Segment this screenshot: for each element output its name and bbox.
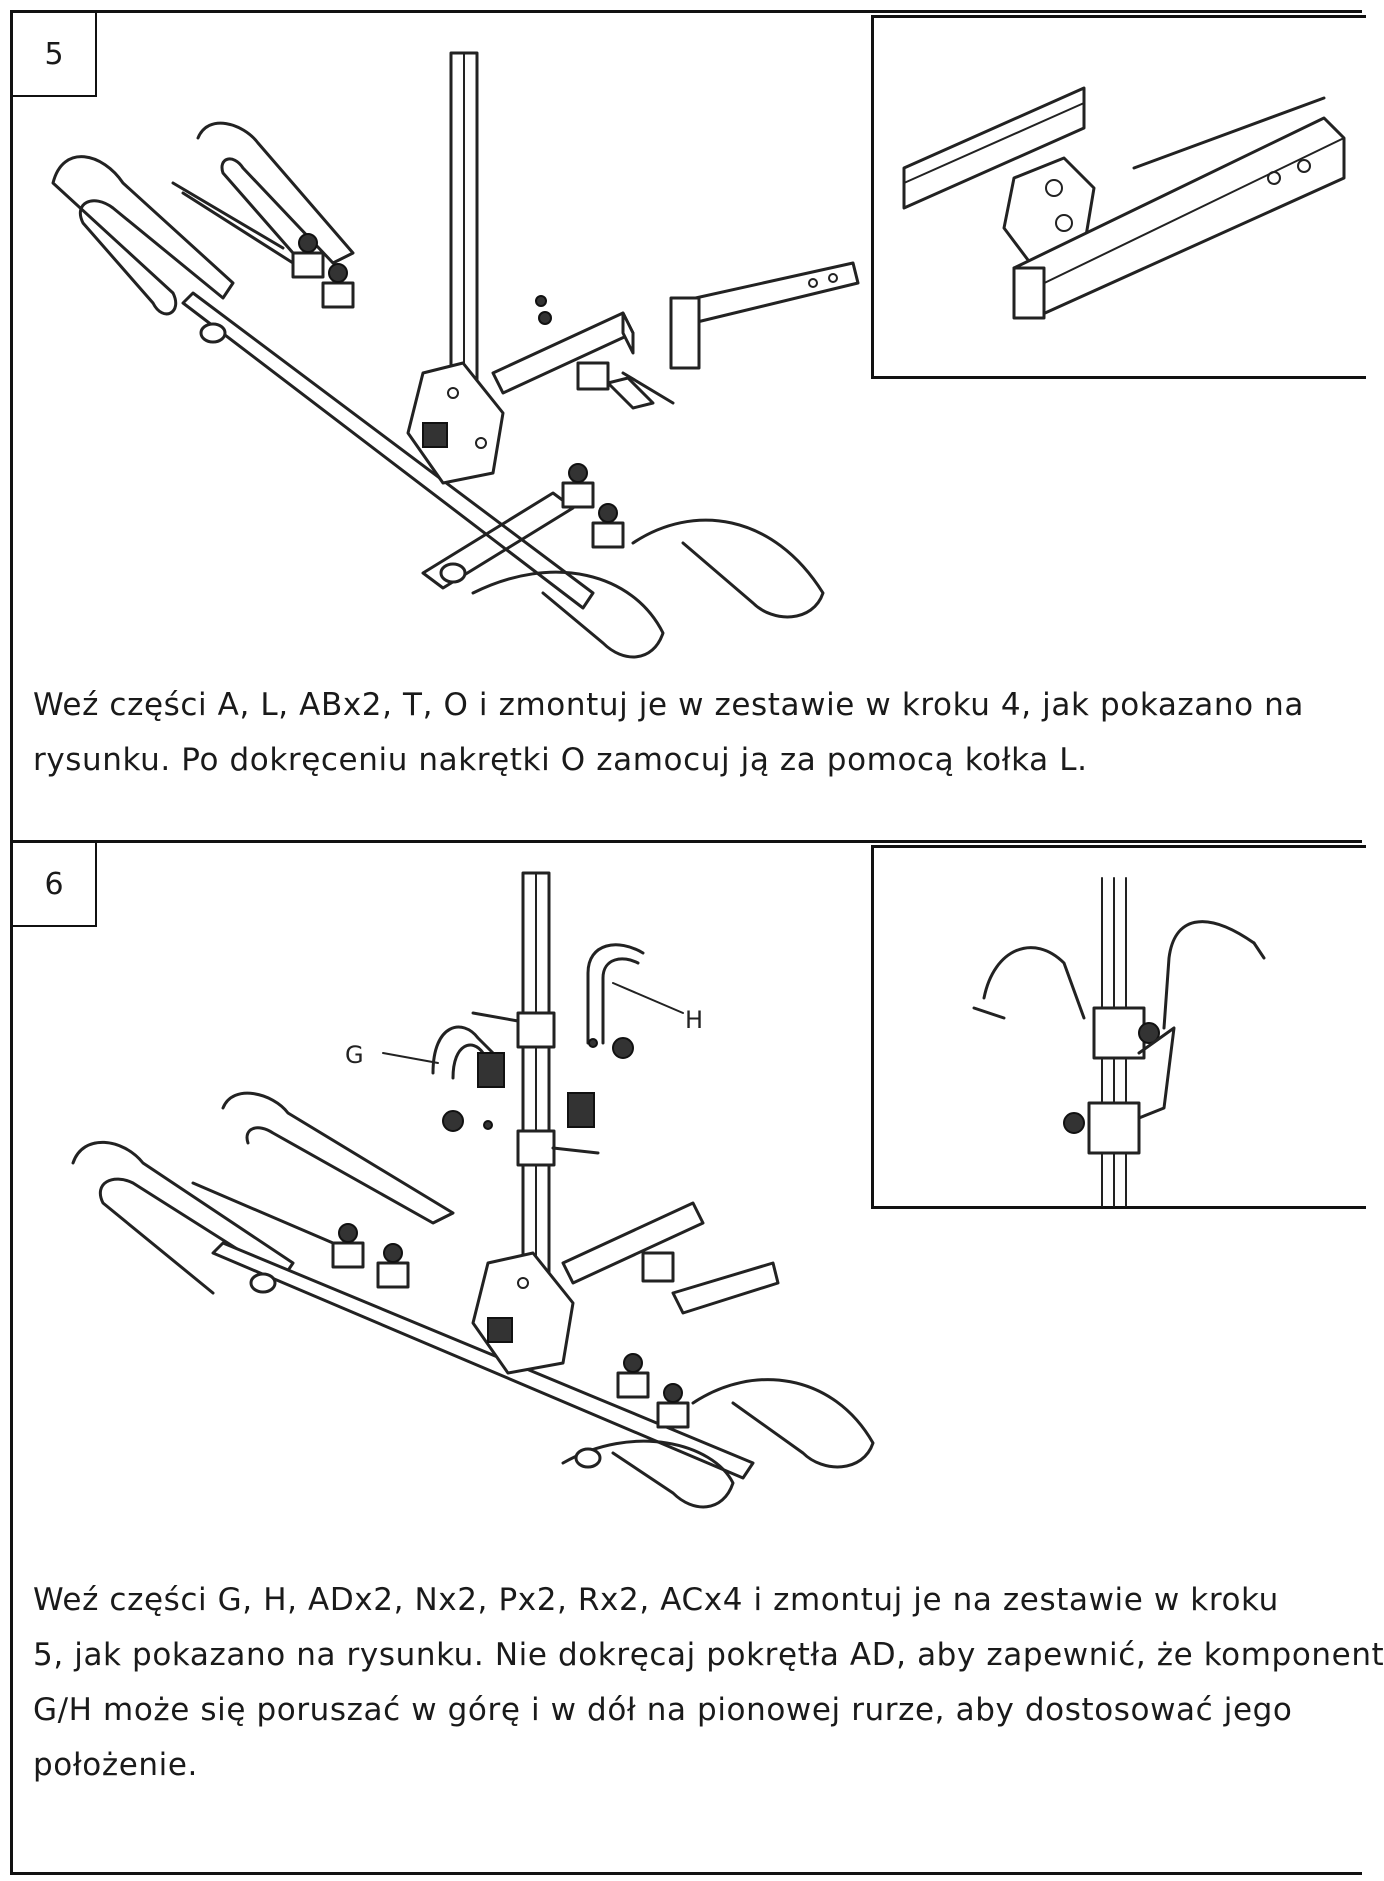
step-6-instructions: Weź części G, H, ADx2, Nx2, Px2, Rx2, AC…: [33, 1573, 1384, 1793]
step-5-instructions: Weź części A, L, ABx2, T, O i zmontuj je…: [33, 678, 1362, 788]
text-line: G/H może się poruszać w górę i w dół na …: [33, 1692, 1293, 1728]
part-label-h: H: [685, 1006, 703, 1034]
detail-inset: [871, 15, 1366, 379]
step-6-panel: 6 H G: [10, 840, 1384, 1875]
text-line: 5, jak pokazano na rysunku. Nie dokręcaj…: [33, 1637, 1384, 1673]
step-5-assembly-illustration: [51, 51, 860, 659]
step-number: 6: [13, 843, 97, 927]
hitch-pin-detail-drawing: [902, 86, 1346, 320]
text-line: położenie.: [33, 1747, 198, 1783]
step-6-assembly-illustration: H G: [71, 871, 875, 1509]
step-number: 5: [13, 13, 97, 97]
step-5-panel: 5: [10, 10, 1366, 843]
part-label-g: G: [345, 1041, 364, 1069]
text-line: Weź części A, L, ABx2, T, O i zmontuj je…: [33, 687, 1304, 723]
arm-clamp-detail-drawing: [972, 877, 1266, 1207]
text-line: Weź części G, H, ADx2, Nx2, Px2, Rx2, AC…: [33, 1582, 1279, 1618]
detail-inset: [871, 845, 1366, 1209]
text-line: rysunku. Po dokręceniu nakrętki O zamocu…: [33, 742, 1088, 778]
